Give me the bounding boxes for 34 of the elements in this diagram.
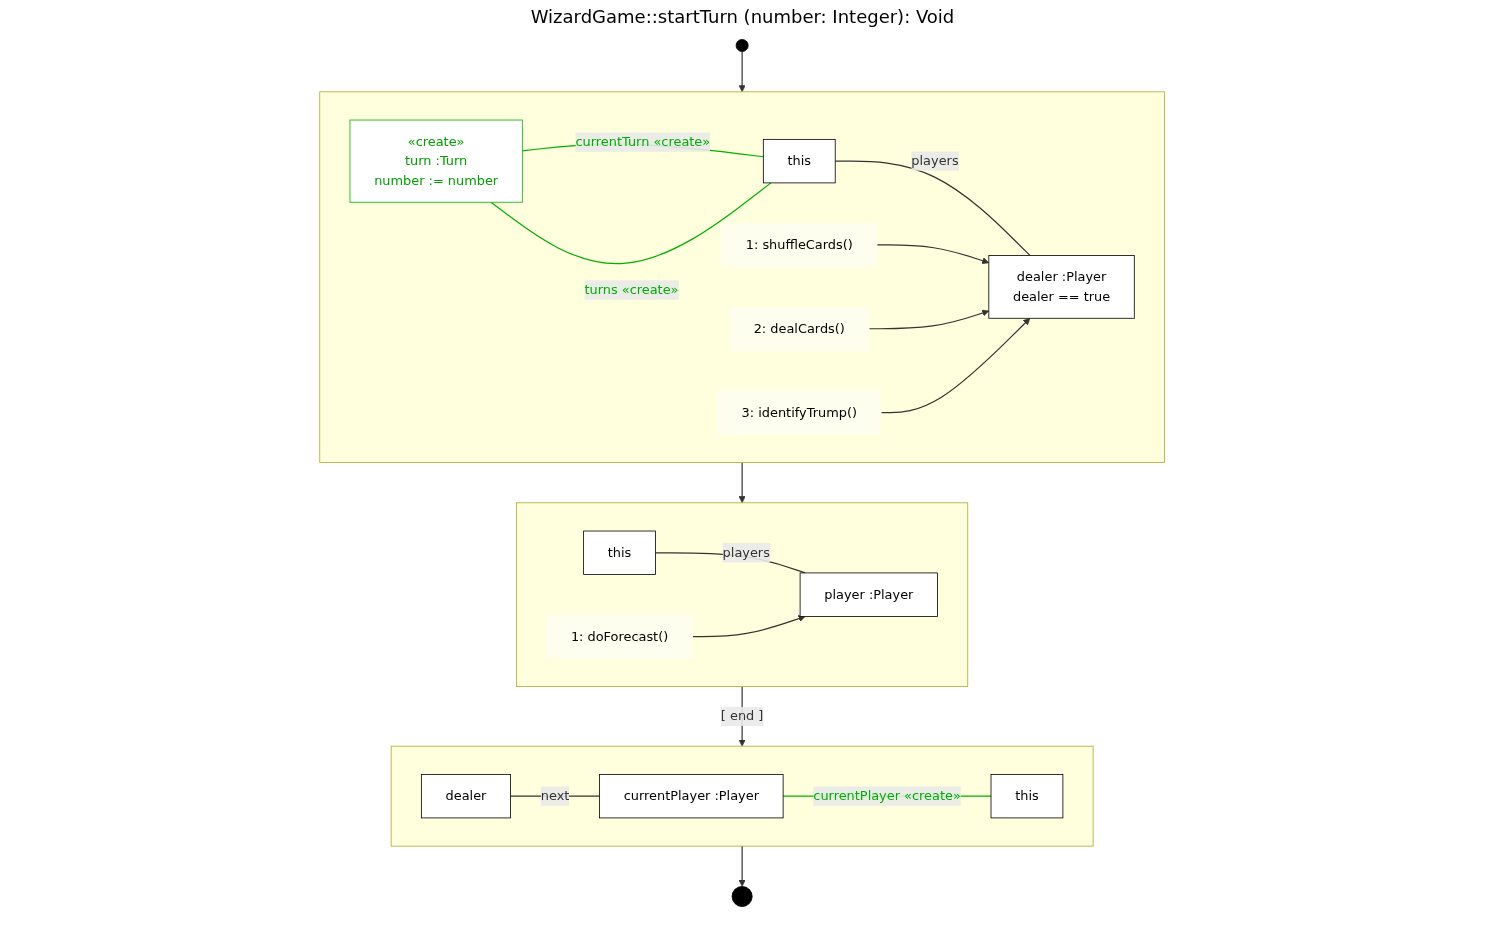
- node-circle: [736, 39, 749, 52]
- cluster: [319, 91, 1166, 463]
- cluster: [516, 502, 969, 687]
- arrow: [876, 244, 990, 265]
- edge-label: currentTurn «create»: [575, 134, 711, 150]
- node-bullseye: [732, 886, 753, 907]
- arrow: [738, 845, 747, 887]
- node-box: player :Player: [800, 572, 939, 617]
- edge-label: next: [541, 788, 570, 804]
- node-box: this: [583, 530, 657, 575]
- edge-label: players: [911, 153, 959, 169]
- arrow: [868, 309, 990, 330]
- edge-label: [ end ]: [721, 708, 764, 724]
- diagram-title: WizardGame::startTurn (number: Integer): Void: [529, 5, 956, 29]
- node-box: 1: shuffleCards(): [721, 222, 878, 268]
- node-box: «create» turn :Turn number := number: [349, 119, 524, 203]
- arrow: [738, 461, 747, 504]
- arrow: [880, 317, 1031, 414]
- node-box: 1: doForecast(): [546, 614, 694, 659]
- cluster: [391, 745, 1094, 847]
- arrow: [738, 50, 747, 93]
- connector: [834, 160, 1031, 257]
- node-box: dealer :Player dealer == true: [988, 255, 1136, 319]
- connector: [490, 182, 772, 265]
- edge-label: players: [723, 544, 771, 561]
- node-box: currentPlayer :Player: [599, 774, 784, 819]
- edge-label: turns «create»: [584, 281, 679, 298]
- node-box: 2: dealCards(): [729, 306, 870, 351]
- node-box: this: [990, 774, 1064, 819]
- node-box: 3: identifyTrump(): [717, 390, 882, 435]
- node-box: this: [763, 138, 836, 184]
- node-box: dealer: [421, 774, 512, 819]
- edge-label: currentPlayer «create»: [813, 788, 962, 804]
- arrow: [692, 615, 806, 638]
